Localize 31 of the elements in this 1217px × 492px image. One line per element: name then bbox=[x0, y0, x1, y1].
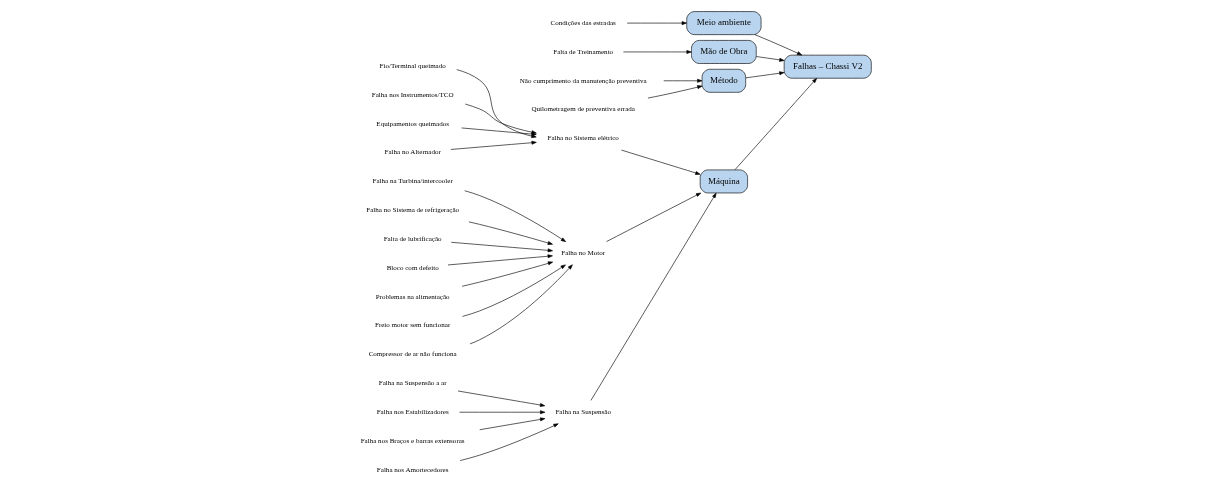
arrow bbox=[450, 140, 537, 150]
arrow bbox=[461, 127, 537, 136]
node-box: Método bbox=[701, 68, 746, 93]
arrow bbox=[464, 189, 566, 242]
arrow bbox=[745, 70, 785, 78]
node-box: Falhas – Chassi V2 bbox=[783, 54, 872, 79]
arrow bbox=[623, 49, 692, 54]
arrow bbox=[756, 55, 785, 62]
arrow bbox=[590, 192, 717, 401]
arrow bbox=[647, 84, 703, 98]
node-box: Meio ambiente bbox=[686, 10, 762, 35]
arrow bbox=[469, 263, 573, 344]
arrow bbox=[621, 149, 701, 175]
arrow bbox=[462, 264, 566, 317]
arrow bbox=[468, 221, 553, 245]
arrow bbox=[459, 409, 546, 414]
arrow bbox=[479, 417, 546, 430]
arrow bbox=[663, 78, 703, 83]
arrow bbox=[450, 241, 553, 252]
arrow bbox=[606, 192, 702, 242]
arrow bbox=[754, 33, 803, 55]
arrow bbox=[626, 20, 687, 25]
node-box: Máquina bbox=[699, 169, 748, 193]
node-box: Mão de Obra bbox=[691, 39, 757, 64]
arrow bbox=[459, 422, 559, 461]
arrow bbox=[457, 390, 546, 407]
arrow bbox=[447, 253, 553, 265]
arrow bbox=[461, 260, 554, 287]
arrow bbox=[734, 77, 817, 170]
arrow bbox=[456, 68, 537, 138]
arrow bbox=[464, 103, 537, 134]
